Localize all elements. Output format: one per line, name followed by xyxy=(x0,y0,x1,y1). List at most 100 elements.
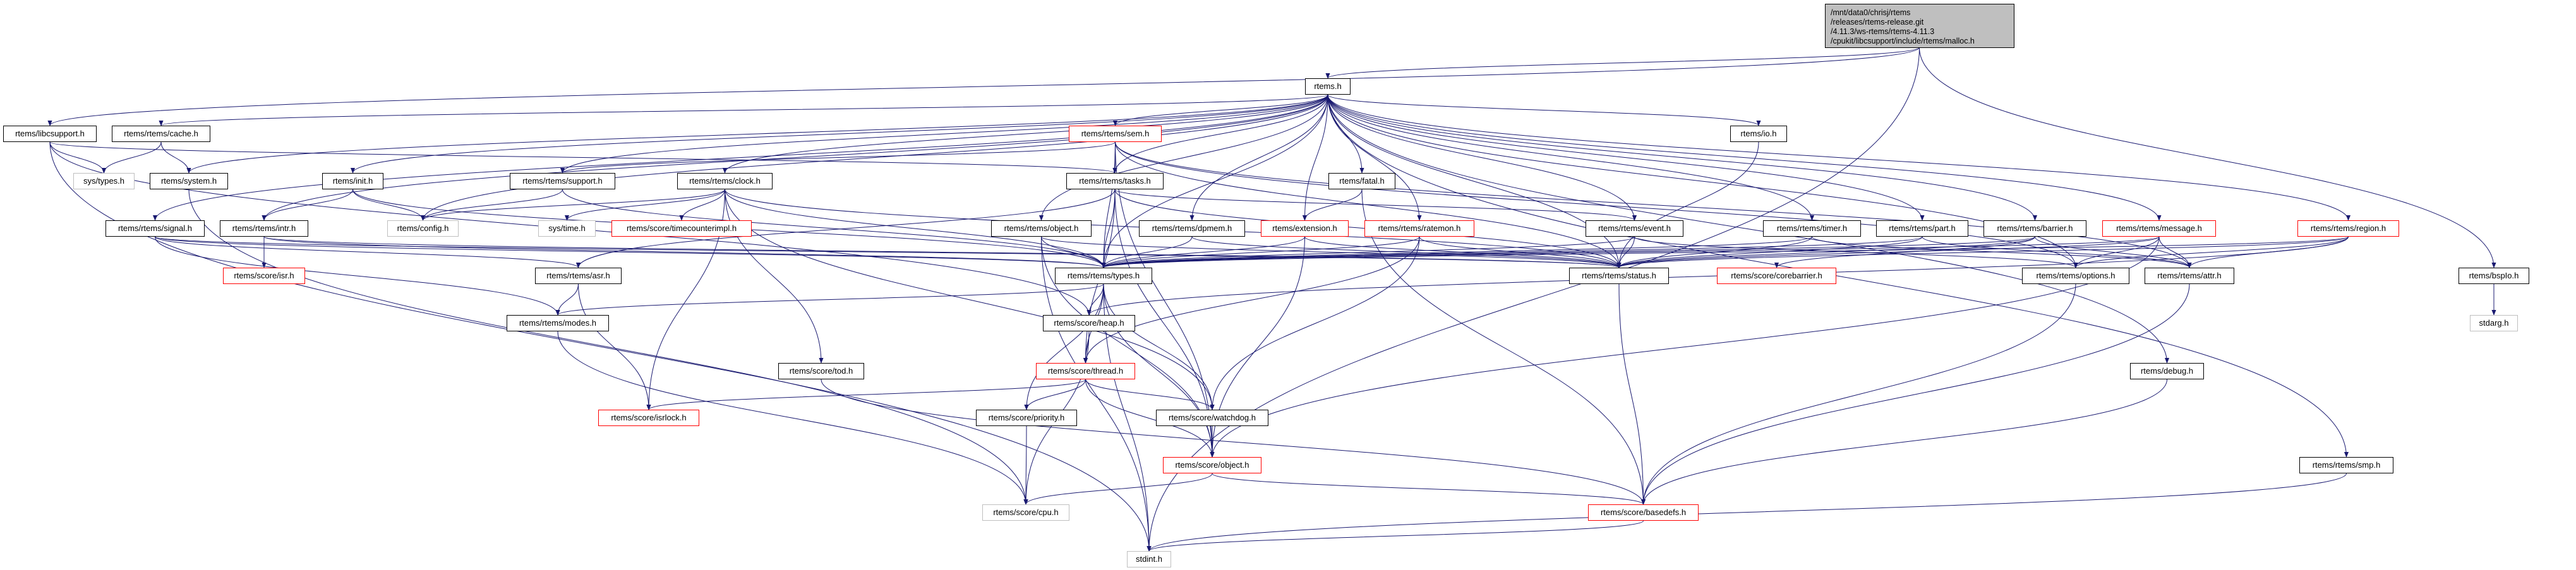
edge-region-to-types xyxy=(1102,236,2349,268)
edge-message-to-types xyxy=(1101,236,2160,268)
edge-barrier-to-status xyxy=(1616,236,2035,268)
edge-debug-to-basedefs xyxy=(1640,379,2167,505)
graph-node-systime: sys/time.h xyxy=(538,220,596,237)
graph-node-asr[interactable]: rtems/rtems/asr.h xyxy=(535,268,622,284)
edge-clock-to-timecounter xyxy=(679,189,725,221)
graph-node-attr[interactable]: rtems/rtems/attr.h xyxy=(2145,268,2234,284)
edge-types-to-stdint xyxy=(1103,283,1152,552)
edge-clock-to-tod xyxy=(725,189,824,364)
edge-tasks-to-asr xyxy=(576,189,1116,268)
edge-thread-to-priority xyxy=(1024,379,1086,410)
graph-node-support[interactable]: rtems/rtems/support.h xyxy=(510,173,615,189)
graph-node-sem[interactable]: rtems/rtems/sem.h xyxy=(1069,126,1162,142)
edge-rtems-to-timer xyxy=(1327,94,1815,221)
graph-node-types[interactable]: rtems/rtems/types.h xyxy=(1055,268,1152,284)
graph-node-thread[interactable]: rtems/score/thread.h xyxy=(1036,363,1135,379)
graph-node-timer[interactable]: rtems/rtems/timer.h xyxy=(1763,220,1861,237)
edge-ratemon-to-types xyxy=(1101,236,1420,268)
edge-barrier-to-attr xyxy=(2035,236,2192,268)
graph-node-fatal[interactable]: rtems/fatal.h xyxy=(1328,173,1395,189)
graph-node-isrlock[interactable]: rtems/score/isrlock.h xyxy=(598,410,699,426)
graph-node-intr[interactable]: rtems/rtems/intr.h xyxy=(220,220,308,237)
edge-clock-to-types xyxy=(725,189,1106,268)
graph-node-modes[interactable]: rtems/rtems/modes.h xyxy=(507,315,609,331)
graph-node-sobject[interactable]: rtems/score/object.h xyxy=(1163,457,1261,473)
graph-node-part[interactable]: rtems/rtems/part.h xyxy=(1876,220,1968,237)
edge-rtems-to-barrier xyxy=(1327,94,2038,221)
edge-init-to-config xyxy=(352,189,426,221)
graph-node-signal[interactable]: rtems/rtems/signal.h xyxy=(105,220,205,237)
graph-node-rtems[interactable]: rtems.h xyxy=(1305,78,1351,95)
graph-node-bspio[interactable]: rtems/bspIo.h xyxy=(2459,268,2529,284)
edge-basedefs-to-stdint xyxy=(1147,520,1644,552)
graph-node-corebarrier[interactable]: rtems/score/corebarrier.h xyxy=(1717,268,1836,284)
edge-region-to-options xyxy=(2073,236,2349,268)
graph-node-heap[interactable]: rtems/score/heap.h xyxy=(1043,315,1135,331)
edge-rtems-to-io xyxy=(1327,94,1761,126)
edge-ratemon-to-watchdog xyxy=(1210,236,1420,410)
graph-node-priority[interactable]: rtems/score/priority.h xyxy=(976,410,1077,426)
edge-intr-to-status xyxy=(263,236,1621,268)
edge-libcsupport-to-tasks xyxy=(49,141,1117,174)
edge-sem-to-support xyxy=(560,141,1116,174)
edge-sem-to-types xyxy=(1101,141,1116,268)
graph-node-message[interactable]: rtems/rtems/message.h xyxy=(2102,220,2216,237)
graph-node-isr[interactable]: rtems/score/isr.h xyxy=(223,268,305,284)
graph-node-robject[interactable]: rtems/rtems/object.h xyxy=(991,220,1092,237)
edge-libcsupport-to-systypes xyxy=(49,141,107,174)
graph-node-cache[interactable]: rtems/rtems/cache.h xyxy=(112,126,210,142)
edge-intr-to-types xyxy=(263,236,1106,268)
graph-node-libcsupport[interactable]: rtems/libcsupport.h xyxy=(3,126,97,142)
edge-sobject-to-basedefs xyxy=(1212,473,1646,505)
graph-node-io[interactable]: rtems/io.h xyxy=(1730,126,1787,142)
edge-rtems-to-extension xyxy=(1302,94,1328,221)
edge-rtems-to-dpmem xyxy=(1189,94,1328,221)
root-node-malloc-h: /mnt/data0/chrisj/rtems /releases/rtems-… xyxy=(1825,4,2014,48)
graph-node-status[interactable]: rtems/rtems/status.h xyxy=(1569,268,1669,284)
edge-clock-to-config xyxy=(421,189,725,221)
graph-node-tod[interactable]: rtems/score/tod.h xyxy=(778,363,864,379)
edge-clock-to-systime xyxy=(564,189,725,221)
graph-node-ratemon[interactable]: rtems/rtems/ratemon.h xyxy=(1364,220,1474,237)
edge-types-to-modes xyxy=(555,283,1104,316)
edge-fatal-to-extension xyxy=(1302,189,1363,221)
graph-node-smp[interactable]: rtems/rtems/smp.h xyxy=(2299,457,2393,473)
graph-node-tasks[interactable]: rtems/rtems/tasks.h xyxy=(1066,173,1164,189)
edge-rtems-to-support xyxy=(560,94,1328,174)
edge-cache-to-systypes xyxy=(101,141,162,174)
edge-rtems-to-part xyxy=(1327,94,1925,221)
graph-node-barrier[interactable]: rtems/rtems/barrier.h xyxy=(1983,220,2086,237)
edge-malloc-to-rtems xyxy=(1325,47,1920,79)
edge-rtems-to-intr xyxy=(262,94,1328,221)
edge-region-to-status xyxy=(1616,236,2349,268)
edge-options-to-basedefs xyxy=(1640,283,2076,505)
edge-types-to-watchdog xyxy=(1103,283,1215,410)
graph-node-options[interactable]: rtems/rtems/options.h xyxy=(2022,268,2129,284)
edge-rtems-to-region xyxy=(1327,94,2350,221)
graph-node-region[interactable]: rtems/rtems/region.h xyxy=(2297,220,2399,237)
graph-node-clock[interactable]: rtems/rtems/clock.h xyxy=(677,173,773,189)
edge-rtems-to-message xyxy=(1327,94,2162,221)
graph-node-event[interactable]: rtems/rtems/event.h xyxy=(1586,220,1683,237)
graph-node-watchdog[interactable]: rtems/score/watchdog.h xyxy=(1156,410,1268,426)
root-path-line: /releases/rtems-release.git xyxy=(1831,18,1924,27)
edge-modes-to-cpu xyxy=(557,331,1028,505)
graph-node-basedefs[interactable]: rtems/score/basedefs.h xyxy=(1588,504,1699,521)
graph-node-init[interactable]: rtems/init.h xyxy=(322,173,383,189)
edge-dpmem-to-types xyxy=(1101,236,1193,268)
edge-malloc-to-stdint xyxy=(1147,47,1920,552)
graph-node-debug[interactable]: rtems/debug.h xyxy=(2130,363,2204,379)
edge-malloc-to-bspio xyxy=(1919,47,2496,268)
edge-rtems-to-robject xyxy=(1038,94,1328,221)
graph-node-system[interactable]: rtems/system.h xyxy=(150,173,228,189)
edge-attr-to-basedefs xyxy=(1640,283,2190,505)
edge-rtems-to-sem xyxy=(1113,94,1328,126)
edge-fatal-to-basedefs xyxy=(1361,189,1646,505)
graph-node-timecounter[interactable]: rtems/score/timecounterimpl.h xyxy=(611,220,752,237)
graph-node-dpmem[interactable]: rtems/rtems/dpmem.h xyxy=(1139,220,1245,237)
graph-node-stdint: stdint.h xyxy=(1127,551,1171,567)
edge-thread-to-isrlock xyxy=(646,379,1086,410)
graph-node-extension[interactable]: rtems/extension.h xyxy=(1261,220,1349,237)
edge-rtems-to-init xyxy=(351,94,1328,174)
